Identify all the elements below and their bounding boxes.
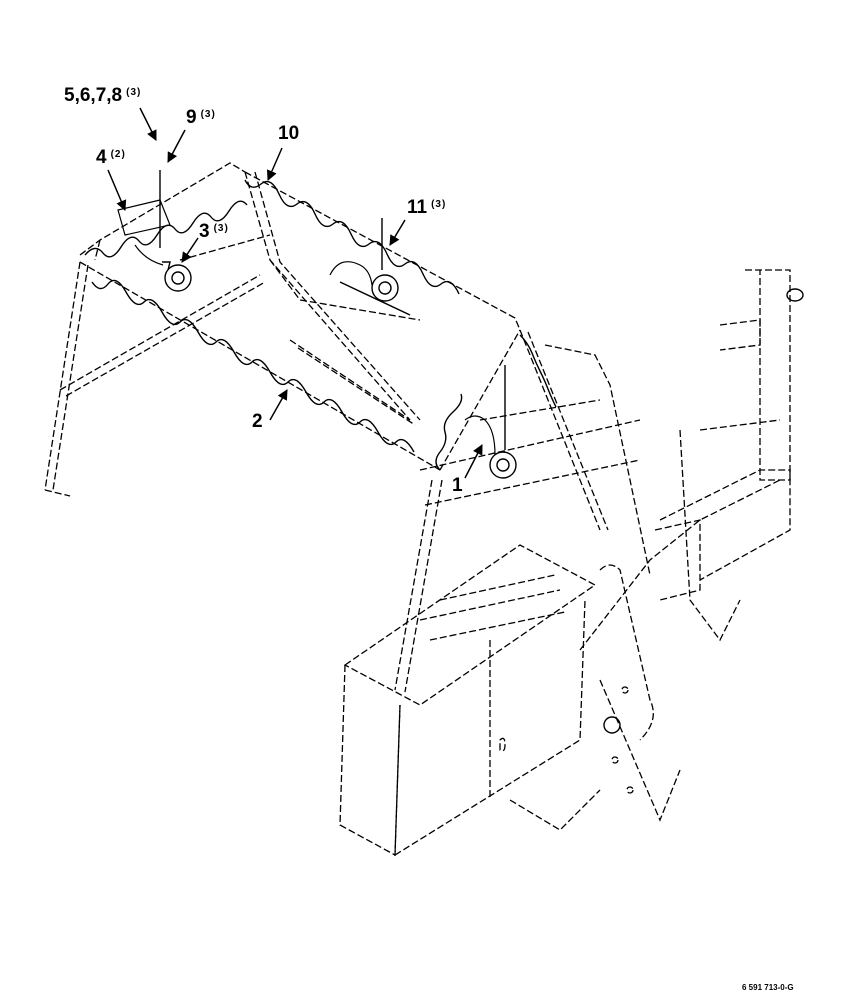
callout-qty: (3) bbox=[431, 199, 447, 210]
callout-5678: 5,6,7,8(3) bbox=[64, 86, 141, 105]
machine-body bbox=[339, 269, 804, 857]
callout-11: 11(3) bbox=[407, 198, 446, 217]
wire-harness bbox=[84, 179, 557, 471]
lamp-left bbox=[117, 170, 192, 292]
lamp-right bbox=[464, 365, 517, 479]
callout-number: 10 bbox=[278, 123, 300, 144]
callout-qty: (2) bbox=[110, 149, 126, 160]
callout-qty: (3) bbox=[200, 109, 216, 120]
callout-10: 10 bbox=[278, 124, 303, 143]
callout-3: 3(3) bbox=[199, 222, 229, 241]
figure-id: 6 591 713-0-G bbox=[742, 983, 794, 992]
callout-1: 1 bbox=[452, 476, 467, 495]
callout-number: 5,6,7,8 bbox=[64, 85, 123, 106]
callout-2: 2 bbox=[252, 412, 267, 431]
callout-qty: (3) bbox=[126, 87, 142, 98]
callout-number: 3 bbox=[199, 221, 210, 242]
callout-number: 4 bbox=[96, 147, 107, 168]
callout-number: 9 bbox=[186, 107, 197, 128]
callout-number: 1 bbox=[452, 475, 463, 496]
callout-4: 4(2) bbox=[96, 148, 126, 167]
leader-lines bbox=[107, 107, 483, 479]
lamp-center bbox=[329, 218, 411, 316]
callout-number: 11 bbox=[407, 197, 428, 218]
callout-number: 2 bbox=[252, 411, 263, 432]
callout-9: 9(3) bbox=[186, 108, 216, 127]
callout-qty: (3) bbox=[213, 223, 229, 234]
